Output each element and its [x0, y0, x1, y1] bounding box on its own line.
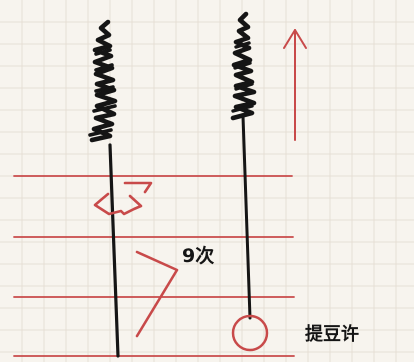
left-stem [90, 22, 118, 356]
count-label: 9次 [182, 241, 214, 268]
circle-icon [233, 316, 267, 350]
up-arrow-icon [284, 30, 306, 140]
count-bracket [137, 252, 177, 336]
right-stem [233, 14, 254, 318]
caption-label: 提豆许 [305, 320, 359, 346]
